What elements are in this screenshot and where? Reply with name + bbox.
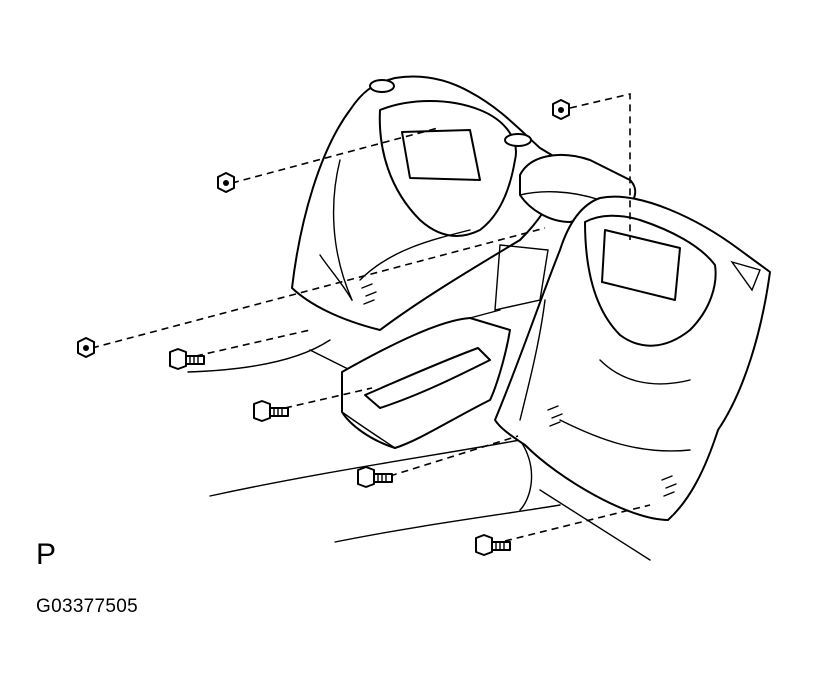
bolt-1-icon — [169, 348, 205, 370]
bolt-2-icon — [253, 400, 289, 422]
armrest — [341, 244, 549, 449]
nut-upper-left-icon — [217, 172, 235, 193]
bolt-3-icon — [357, 466, 393, 488]
nut-upper-right-icon — [552, 99, 570, 120]
left-seatback — [291, 75, 561, 331]
nut-lower-left-icon — [77, 337, 95, 358]
right-seatback — [494, 195, 771, 521]
drawing-code-label: G03377505 — [36, 596, 139, 617]
alignment-lines — [91, 92, 651, 542]
view-letter-label: P — [36, 538, 57, 571]
bolt-4-icon — [475, 534, 511, 556]
